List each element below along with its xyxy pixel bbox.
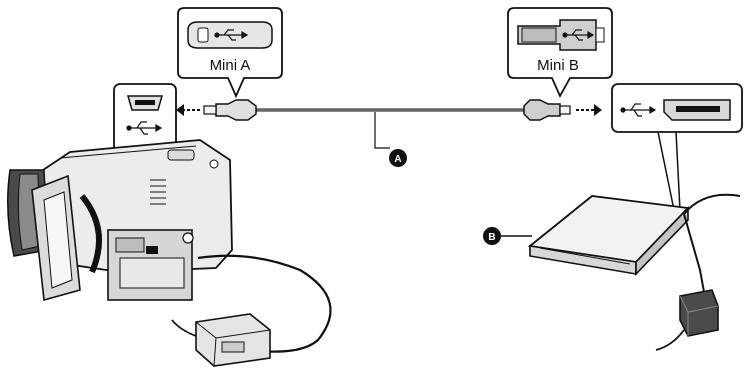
usb-symbol-icon: [620, 103, 657, 117]
camcorder-icon: [7, 139, 332, 353]
marker-a: A: [389, 149, 407, 167]
mini-b-label: Mini B: [537, 57, 579, 74]
mini-a-label: Mini A: [210, 57, 251, 74]
mini-b-cable-plug-icon: [523, 99, 571, 121]
usb-cable: [203, 99, 571, 149]
external-drive-icon: [527, 193, 741, 293]
drive-port-callout: [611, 83, 743, 211]
ac-adaptor-icon: [171, 313, 271, 367]
usb-symbol-icon: [126, 121, 163, 135]
usb-port-icon: [663, 99, 731, 121]
mini-b-callout: Mini B: [507, 7, 613, 99]
marker-b-label: B: [488, 232, 495, 243]
usb-symbol-icon: [214, 29, 249, 41]
mini-a-callout: Mini A: [177, 7, 283, 99]
marker-b: B: [483, 227, 532, 245]
arrow-left-icon: [176, 104, 200, 116]
usb-symbol-icon: [562, 29, 595, 41]
mini-a-plug-icon: [187, 21, 273, 49]
mini-b-plug-icon: [517, 19, 605, 51]
arrow-right-icon: [576, 104, 602, 116]
usb-port-icon: [127, 95, 163, 111]
ac-adaptor-icon: [655, 289, 719, 351]
marker-a-label: A: [394, 154, 401, 165]
mini-a-cable-plug-icon: [203, 99, 257, 121]
